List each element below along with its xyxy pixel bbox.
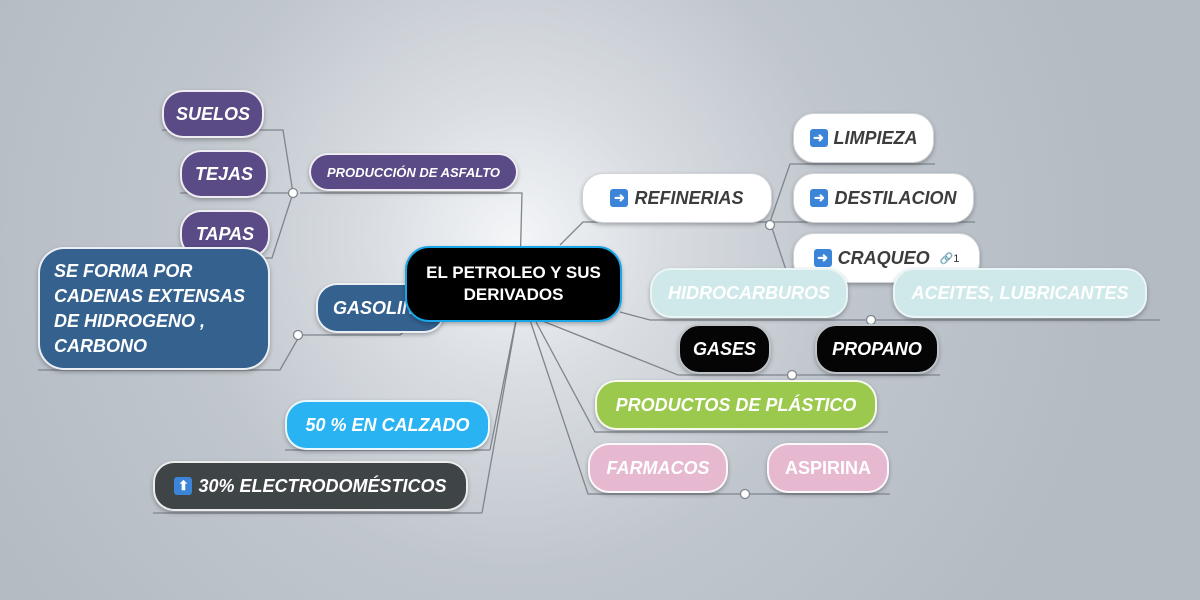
node-productos-plastico[interactable]: PRODUCTOS DE PLÁSTICO xyxy=(595,380,877,430)
node-tejas[interactable]: TEJAS xyxy=(180,150,268,198)
node-limpieza-label: LIMPIEZA xyxy=(833,127,918,148)
junction-gases xyxy=(786,369,798,381)
node-aceites-lubricantes-label: ACEITES, LUBRICANTES xyxy=(911,282,1129,303)
node-tejas-label: TEJAS xyxy=(194,163,254,184)
node-propano-label: PROPANO xyxy=(832,338,922,359)
node-destilacion[interactable]: ➜ DESTILACION xyxy=(793,173,974,223)
node-hidrocarburos-label: HIDROCARBUROS xyxy=(668,282,830,303)
connector-center-farmacos xyxy=(529,319,890,495)
node-suelos-label: SUELOS xyxy=(175,103,250,124)
node-aceites-lubricantes[interactable]: ACEITES, LUBRICANTES xyxy=(893,268,1147,318)
node-destilacion-label: DESTILACION xyxy=(834,187,957,208)
node-gasolina-label: GASOLINA xyxy=(332,297,428,318)
node-propano[interactable]: PROPANO xyxy=(815,324,939,374)
junction-gasolina xyxy=(292,329,304,341)
connector-center-plastico xyxy=(534,319,888,433)
node-refinerias-label: REFINERIAS xyxy=(634,187,744,208)
node-gases[interactable]: GASES xyxy=(678,324,771,374)
junction-farmacos xyxy=(739,488,751,500)
link-icon[interactable]: 🔗1 xyxy=(939,252,960,265)
node-productos-plastico-label: PRODUCTOS DE PLÁSTICO xyxy=(615,394,857,415)
node-aspirina[interactable]: ASPIRINA xyxy=(767,443,889,493)
central-topic-label: EL PETROLEO Y SUS DERIVADOS xyxy=(426,263,601,304)
arrow-right-icon: ➜ xyxy=(810,189,829,207)
node-suelos[interactable]: SUELOS xyxy=(162,90,264,138)
node-electrodomesticos[interactable]: ⬆ 30% ELECTRODOMÉSTICOS xyxy=(153,461,468,511)
arrow-right-icon: ➜ xyxy=(809,129,828,147)
node-farmacos[interactable]: FARMACOS xyxy=(588,443,728,493)
junction-refinerias xyxy=(764,219,776,231)
central-topic[interactable]: EL PETROLEO Y SUS DERIVADOS xyxy=(405,246,622,322)
arrow-right-icon: ➜ xyxy=(610,189,629,207)
node-gasolina-note-text: SE FORMA POR CADENAS EXTENSAS DE HIDROGE… xyxy=(54,260,246,356)
node-tapas-label: TAPAS xyxy=(195,223,255,244)
node-calzado-label: 50 % EN CALZADO xyxy=(305,414,470,435)
node-gasolina-note[interactable]: SE FORMA POR CADENAS EXTENSAS DE HIDROGE… xyxy=(38,247,270,370)
connector-gasolina-note xyxy=(38,334,301,371)
connector-refinerias-limpieza xyxy=(769,163,935,223)
node-electrodomesticos-label: 30% ELECTRODOMÉSTICOS xyxy=(198,475,447,496)
connector-center-refinerias xyxy=(559,221,770,246)
arrow-up-icon: ⬆ xyxy=(174,477,193,495)
connector-center-hidrocarburos xyxy=(619,311,1160,321)
node-craqueo-label: CRAQUEO xyxy=(837,247,930,268)
node-calzado[interactable]: 50 % EN CALZADO xyxy=(285,400,490,450)
node-refinerias[interactable]: ➜ REFINERIAS xyxy=(582,173,772,223)
connector-center-electro xyxy=(481,309,519,514)
arrow-right-icon: ➜ xyxy=(813,249,832,267)
node-hidrocarburos[interactable]: HIDROCARBUROS xyxy=(650,268,848,318)
node-produccion-asfalto[interactable]: PRODUCCIÓN DE ASFALTO xyxy=(309,153,518,191)
link-count: 1 xyxy=(953,252,960,265)
node-farmacos-label: FARMACOS xyxy=(606,457,710,478)
connector-center-asfalto xyxy=(300,192,523,271)
connector-center-gases xyxy=(539,319,940,376)
junction-asfalto xyxy=(287,187,299,199)
node-aspirina-label: ASPIRINA xyxy=(784,457,871,478)
node-produccion-asfalto-label: PRODUCCIÓN DE ASFALTO xyxy=(326,164,501,180)
node-limpieza[interactable]: ➜ LIMPIEZA xyxy=(793,113,934,163)
node-gases-label: GASES xyxy=(692,338,757,359)
